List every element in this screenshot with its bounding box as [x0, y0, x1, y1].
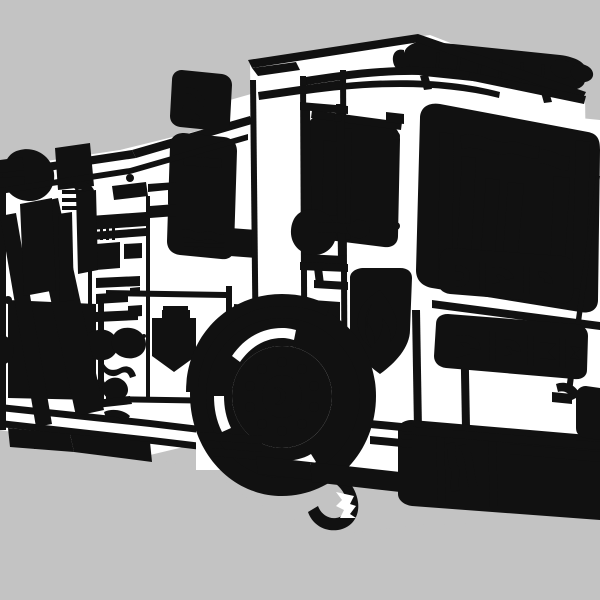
pump-operator-panel [82, 196, 150, 422]
front-wheel [186, 294, 376, 496]
body-top-highlights [0, 134, 248, 194]
compartment-lower [167, 133, 237, 260]
front-bumper [398, 386, 600, 520]
cab-side-window [306, 110, 404, 248]
ground-plane [0, 437, 600, 600]
front-face [412, 248, 588, 430]
cab-roof [248, 34, 586, 104]
body-bracket-group [20, 174, 176, 302]
compartment-upper [170, 70, 232, 131]
fire-truck [0, 34, 600, 600]
side-mirror [290, 102, 370, 290]
shield-emblem [350, 268, 412, 374]
chassis-rails [200, 420, 412, 492]
